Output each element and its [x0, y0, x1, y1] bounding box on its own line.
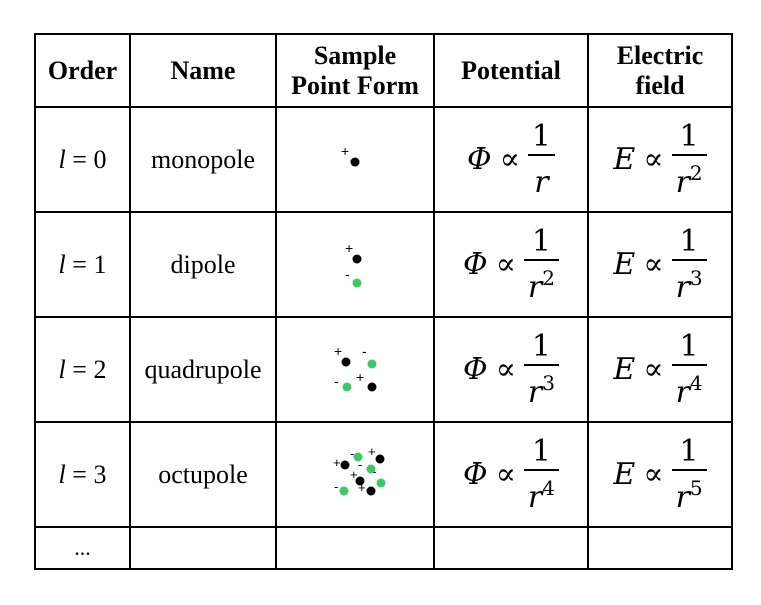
order-cell: ...: [34, 526, 131, 570]
positive-charge: [366, 486, 376, 495]
order-cell: l = 3: [34, 421, 131, 528]
positive-charge: [341, 357, 351, 366]
minus-sign: -: [358, 457, 362, 472]
order-cell: l = 1: [34, 211, 131, 318]
negative-charge: [352, 278, 362, 287]
field-cell: E ∝ 1 r4: [587, 316, 733, 423]
plus-sign: +: [358, 480, 366, 495]
positive-charge: [350, 157, 360, 166]
header-form-line1: Sample: [313, 40, 397, 70]
minus-sign: -: [334, 479, 338, 494]
field-formula: E ∝ 1 r5: [613, 434, 707, 515]
plus-sign: +: [333, 455, 341, 470]
field-cell: E ∝ 1 r2: [587, 106, 733, 213]
dipole-diagram: + -: [345, 240, 362, 287]
positive-charge: [367, 382, 377, 391]
header-sample-point-form: Sample Point Form: [275, 33, 435, 108]
table-row: l = 0 monopole + Φ ∝ 1 r E ∝ 1: [34, 106, 733, 213]
positive-charge: [375, 454, 385, 463]
name-cell: monopole: [129, 106, 277, 213]
table-row: l = 1 dipole + - Φ ∝ 1 r2 E ∝: [34, 211, 733, 318]
name-cell: quadrupole: [129, 316, 277, 423]
point-form-cell: + -: [275, 211, 435, 318]
header-field-line2: field: [635, 70, 685, 100]
plus-sign: +: [345, 240, 353, 256]
minus-sign: -: [350, 446, 354, 461]
order-cell: l = 2: [34, 316, 131, 423]
header-form-line2: Point Form: [291, 70, 419, 100]
field-cell: E ∝ 1 r5: [587, 421, 733, 528]
name-cell: octupole: [129, 421, 277, 528]
table-row: l = 3 octupole - + + - + - - +: [34, 421, 733, 528]
header-row: Order Name Sample Point Form Potential E…: [34, 33, 733, 108]
negative-charge: [366, 464, 376, 473]
header-potential: Potential: [433, 33, 589, 108]
monopole-diagram: +: [341, 143, 360, 166]
plus-sign: +: [341, 143, 349, 159]
point-form-cell: + - - +: [275, 316, 435, 423]
table-row: ...: [34, 526, 733, 570]
potential-cell: Φ ∝ 1 r3: [433, 316, 589, 423]
header-name: Name: [129, 33, 277, 108]
negative-charge: [353, 452, 363, 461]
field-formula: E ∝ 1 r3: [613, 224, 707, 305]
point-form-cell: +: [275, 106, 435, 213]
potential-cell: Φ ∝ 1 r4: [433, 421, 589, 528]
positive-charge: [355, 476, 365, 485]
quadrupole-diagram: + - - +: [334, 343, 377, 391]
order-cell: l = 0: [34, 106, 131, 213]
positive-charge: [352, 254, 362, 263]
potential-cell: Φ ∝ 1 r2: [433, 211, 589, 318]
name-cell: dipole: [129, 211, 277, 318]
negative-charge: [367, 359, 377, 368]
negative-charge: [376, 478, 386, 487]
potential-formula: Φ ∝ 1 r: [467, 119, 555, 200]
positive-charge: [340, 460, 350, 469]
empty-cell: [275, 526, 435, 570]
potential-formula: Φ ∝ 1 r2: [463, 224, 559, 305]
table-row: l = 2 quadrupole + - - + Φ ∝ 1 r3: [34, 316, 733, 423]
plus-sign: +: [368, 445, 376, 459]
potential-formula: Φ ∝ 1 r4: [463, 434, 559, 515]
negative-charge: [342, 382, 352, 391]
header-electric-field: Electric field: [587, 33, 733, 108]
negative-charge: [339, 486, 349, 495]
minus-sign: -: [334, 373, 339, 389]
octupole-diagram: - + + - + - - +: [333, 445, 386, 495]
plus-sign: +: [356, 369, 364, 385]
field-formula: E ∝ 1 r2: [613, 119, 707, 200]
header-field-line1: Electric: [616, 40, 704, 70]
plus-sign: +: [334, 343, 342, 359]
empty-cell: [129, 526, 277, 570]
minus-sign: -: [362, 343, 367, 359]
plus-sign: +: [350, 467, 358, 482]
potential-cell: Φ ∝ 1 r: [433, 106, 589, 213]
multipole-table: Order Name Sample Point Form Potential E…: [34, 33, 733, 570]
minus-sign: -: [345, 266, 350, 282]
empty-cell: [587, 526, 733, 570]
potential-formula: Φ ∝ 1 r3: [463, 329, 559, 410]
field-formula: E ∝ 1 r4: [613, 329, 707, 410]
empty-cell: [433, 526, 589, 570]
header-order: Order: [34, 33, 131, 108]
point-form-cell: - + + - + - - +: [275, 421, 435, 528]
field-cell: E ∝ 1 r3: [587, 211, 733, 318]
